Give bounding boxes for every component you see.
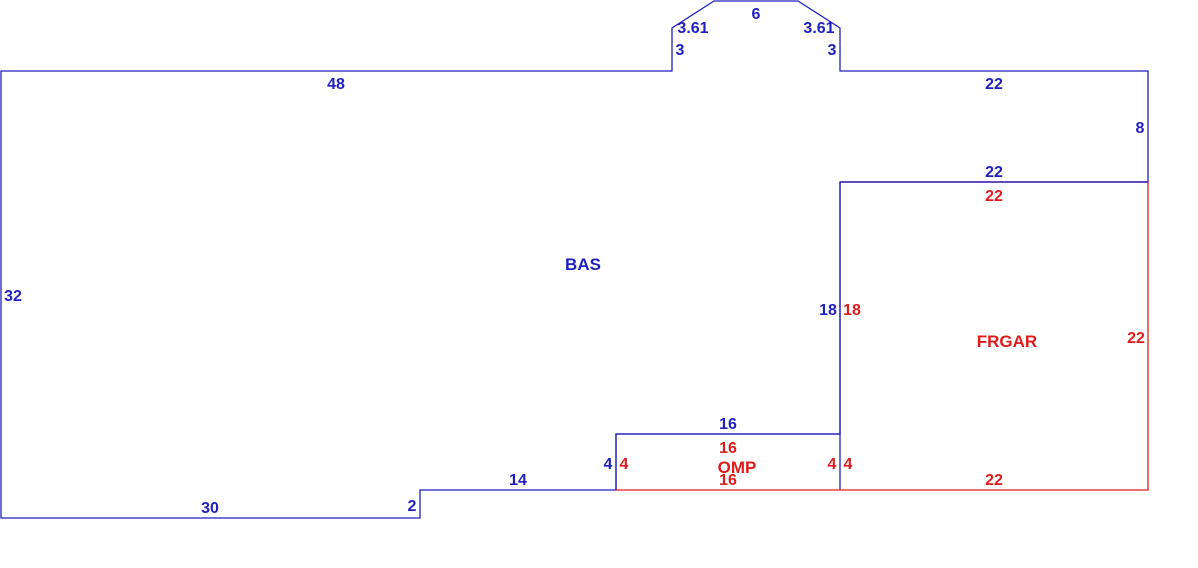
- dim-garage-right: 22: [1127, 330, 1145, 347]
- dim-bay-right-side: 3: [828, 42, 837, 59]
- area-label-bas: BAS: [565, 255, 601, 274]
- dim-garage-left: 18: [843, 302, 861, 319]
- area-label-frgar: FRGAR: [977, 332, 1037, 351]
- omp-outline-blue: [615, 433, 841, 490]
- dim-bas-step-top: 22: [985, 164, 1003, 181]
- dim-bas-top-left: 48: [327, 76, 345, 93]
- dim-bas-left: 32: [4, 288, 22, 305]
- dim-garage-bottom: 22: [985, 472, 1003, 489]
- dim-bay-left-side: 3: [676, 42, 685, 59]
- dim-garage-bottom-left: 4: [844, 456, 853, 473]
- dim-omp-bottom-red: 16: [719, 472, 737, 489]
- dim-omp-left-blue: 4: [604, 456, 613, 473]
- dim-bay-top: 6: [752, 6, 761, 23]
- dim-bas-bottom-left: 30: [201, 500, 219, 517]
- dim-omp-left-red: 4: [620, 456, 629, 473]
- dim-omp-top-red: 16: [719, 440, 737, 457]
- dim-bas-right-inner: 18: [819, 302, 837, 319]
- dim-garage-top: 22: [985, 188, 1003, 205]
- dim-bas-top-right: 22: [985, 76, 1003, 93]
- dim-bas-right-upper: 8: [1136, 120, 1145, 137]
- dim-omp-right-blue: 4: [828, 456, 837, 473]
- dim-bas-step-small: 2: [408, 498, 417, 515]
- dim-bay-left-diag: 3.61: [677, 20, 708, 37]
- dim-bay-right-diag: 3.61: [803, 20, 834, 37]
- dim-bas-bottom-mid: 14: [509, 472, 527, 489]
- area-label-omp: OMP: [718, 458, 757, 477]
- dim-omp-top-blue: 16: [719, 416, 737, 433]
